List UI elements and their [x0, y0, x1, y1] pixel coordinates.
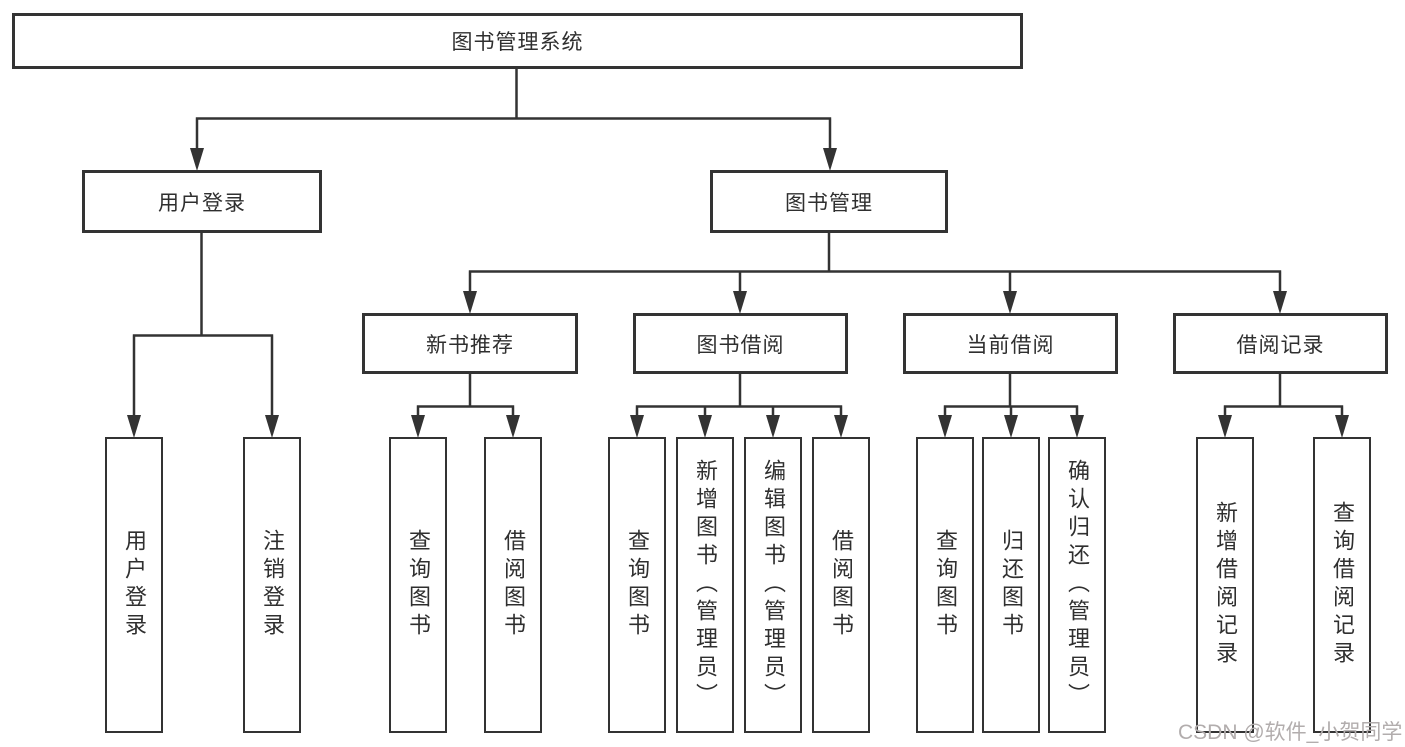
arrow-icon — [766, 415, 780, 438]
connector-borrowrecord-to-leaves — [1223, 373, 1344, 417]
arrow-icon — [463, 291, 477, 314]
leaf-borrow-borrow-books: 借阅图书 — [812, 437, 870, 733]
leaf-recommend-borrow-books: 借阅图书 — [484, 437, 542, 733]
leaf-user-login: 用户登录 — [105, 437, 163, 733]
arrow-icon — [733, 291, 747, 314]
connector-bookborrow-to-leaves — [635, 373, 843, 417]
leaf-borrow-edit-books-admin: 编辑图书（管理员） — [744, 437, 802, 733]
node-book-borrow: 图书借阅 — [633, 313, 848, 374]
arrow-icon — [834, 415, 848, 438]
connector-bookmgmt-to-level3 — [468, 232, 1282, 292]
arrow-icon — [506, 415, 520, 438]
arrow-icon — [411, 415, 425, 438]
node-book-management: 图书管理 — [710, 170, 948, 233]
connector-userlogin-to-leaves — [132, 232, 274, 417]
leaf-current-return-books: 归还图书 — [982, 437, 1040, 733]
connector-newbookrec-to-leaves — [416, 373, 515, 417]
arrow-icon — [698, 415, 712, 438]
arrowheads — [127, 148, 1349, 438]
arrow-icon — [1273, 291, 1287, 314]
connector-currentborrow-to-leaves — [943, 373, 1079, 417]
arrow-icon — [1335, 415, 1349, 438]
node-root: 图书管理系统 — [12, 13, 1023, 69]
arrow-icon — [1004, 415, 1018, 438]
arrow-icon — [265, 415, 279, 438]
node-current-borrow: 当前借阅 — [903, 313, 1118, 374]
leaf-current-query-books: 查询图书 — [916, 437, 974, 733]
arrow-icon — [1070, 415, 1084, 438]
leaf-record-query-borrow-record: 查询借阅记录 — [1313, 437, 1371, 733]
arrow-icon — [190, 148, 204, 171]
arrow-icon — [127, 415, 141, 438]
arrow-icon — [1003, 291, 1017, 314]
node-user-login: 用户登录 — [82, 170, 322, 233]
arrow-icon — [938, 415, 952, 438]
node-new-book-recommend: 新书推荐 — [362, 313, 578, 374]
arrow-icon — [630, 415, 644, 438]
leaf-borrow-add-books-admin: 新增图书（管理员） — [676, 437, 734, 733]
watermark: CSDN @软件_小贺同学 — [1178, 721, 1403, 744]
leaf-recommend-query-books: 查询图书 — [389, 437, 447, 733]
leaf-borrow-query-books: 查询图书 — [608, 437, 666, 733]
leaf-current-confirm-return-admin: 确认归还（管理员） — [1048, 437, 1106, 733]
arrow-icon — [1218, 415, 1232, 438]
leaf-logout: 注销登录 — [243, 437, 301, 733]
leaf-record-add-borrow-record: 新增借阅记录 — [1196, 437, 1254, 733]
node-borrow-records: 借阅记录 — [1173, 313, 1388, 374]
arrow-icon — [823, 148, 837, 171]
connector-root-to-level2 — [195, 68, 832, 150]
